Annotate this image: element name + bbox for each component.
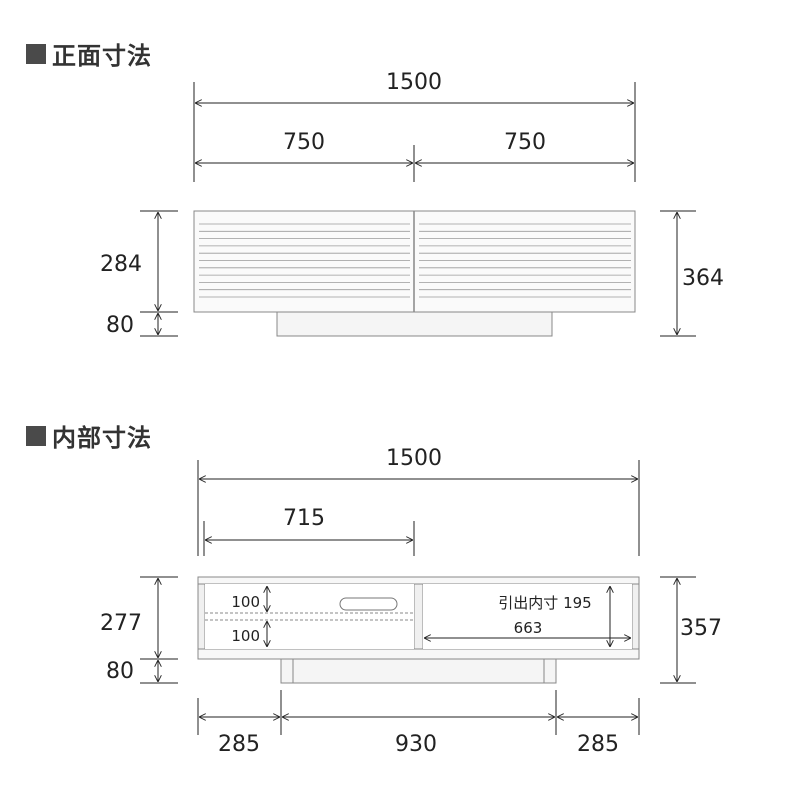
base-right-label: 285 (577, 732, 619, 757)
interior-dimensions-heading: 内部寸法 (26, 418, 152, 453)
front-height-total-label: 364 (682, 266, 724, 291)
interior-height-base-label: 80 (106, 659, 134, 684)
square-bullet-icon (26, 425, 46, 446)
shelf-lower-label: 100 (231, 627, 260, 645)
square-bullet-icon (26, 43, 46, 64)
front-height-base-label: 80 (106, 313, 134, 338)
cable-hole (339, 597, 398, 611)
front-base-plinth (276, 311, 553, 337)
front-width-left-label: 750 (283, 130, 325, 155)
front-dimensions-title: 正面寸法 (52, 42, 152, 70)
drawer-width-label: 663 (514, 619, 543, 637)
front-dimensions-heading: 正面寸法 (26, 36, 152, 71)
interior-dimensions-title: 内部寸法 (52, 424, 152, 452)
interior-height-body-label: 277 (100, 611, 142, 636)
interior-width-inner-label: 715 (283, 506, 325, 531)
interior-width-total-label: 1500 (386, 446, 442, 471)
front-height-body-label: 284 (100, 252, 142, 277)
interior-view: 1500 715 100 100 引出内寸 195 663 (100, 446, 722, 757)
shelf-upper-label: 100 (231, 593, 260, 611)
drawer-depth-label: 引出内寸 195 (498, 594, 591, 612)
front-view: 1500 750 750 284 80 364 (100, 70, 724, 338)
interior-base-plinth (280, 658, 557, 684)
base-center-label: 930 (395, 732, 437, 757)
front-width-right-label: 750 (504, 130, 546, 155)
front-width-total-label: 1500 (386, 70, 442, 95)
base-left-label: 285 (218, 732, 260, 757)
interior-height-total-label: 357 (680, 616, 722, 641)
front-door-slats (199, 223, 631, 298)
left-compartment (205, 584, 414, 649)
